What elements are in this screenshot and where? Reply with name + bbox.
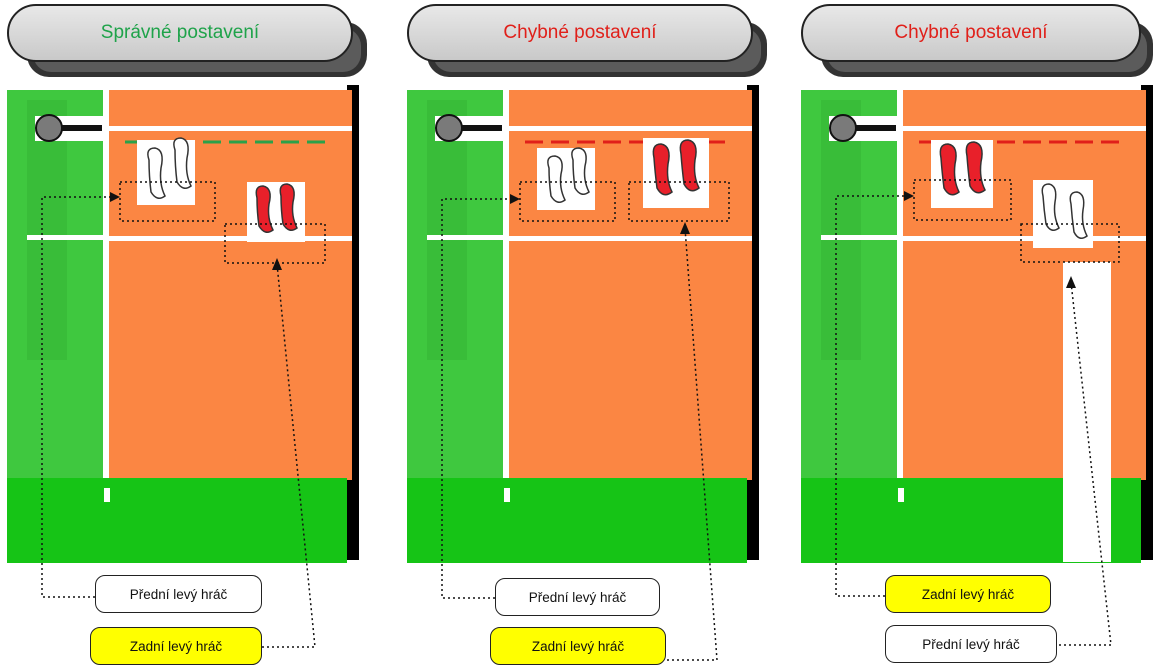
panel-wrong-1: Chybné postavení Přední levý hráč Zadní … xyxy=(407,0,767,670)
panel-title: Chybné postavení xyxy=(407,4,753,62)
label-front-left-player: Přední levý hráč xyxy=(95,575,262,613)
label-front-left-player: Přední levý hráč xyxy=(885,625,1057,663)
court-diagram xyxy=(7,22,367,648)
panel-title: Chybné postavení xyxy=(801,4,1141,62)
label-back-left-player: Zadní levý hráč xyxy=(90,627,262,665)
panel-title: Správné postavení xyxy=(7,4,353,62)
panel-correct: Správné postavení Přední levý hráč Zadní… xyxy=(7,0,367,670)
court-diagram xyxy=(801,22,1153,646)
court-diagram xyxy=(407,22,767,661)
panel-wrong-2: Chybné postavení Zadní levý hráč Přední … xyxy=(801,0,1153,670)
label-back-left-player: Zadní levý hráč xyxy=(490,627,666,665)
label-back-left-player: Zadní levý hráč xyxy=(885,575,1051,613)
label-front-left-player: Přední levý hráč xyxy=(495,578,660,616)
